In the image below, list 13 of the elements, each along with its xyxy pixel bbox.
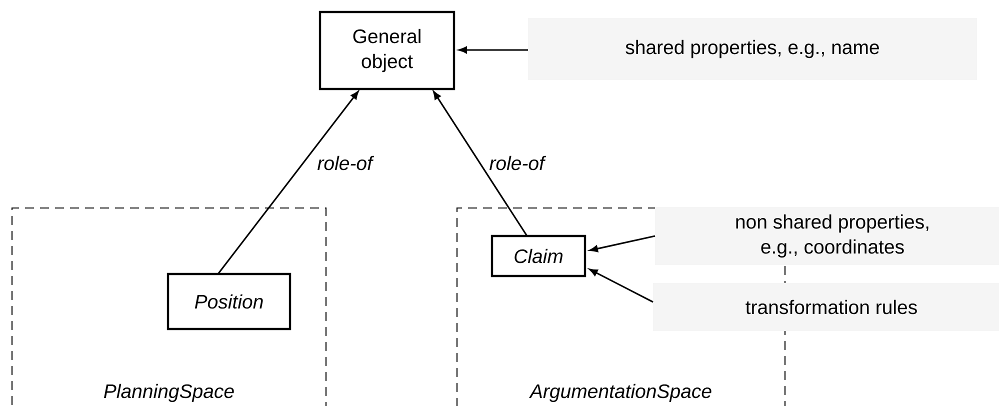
arrow [589, 268, 654, 303]
class-box: General object [318, 10, 456, 90]
arrow [433, 91, 528, 236]
class-box: Claim [490, 234, 586, 278]
edge-label: role-of [488, 154, 546, 172]
edge-label: role-of [316, 154, 374, 172]
note-box: shared properties, e.g., name [528, 18, 977, 80]
arrow [590, 235, 656, 252]
note-box: non shared properties, e.g., coordinates [655, 207, 999, 265]
class-box: Position [166, 272, 292, 330]
note-box: transformation rules [653, 283, 999, 331]
arrow [458, 46, 528, 54]
arrow [217, 90, 359, 274]
